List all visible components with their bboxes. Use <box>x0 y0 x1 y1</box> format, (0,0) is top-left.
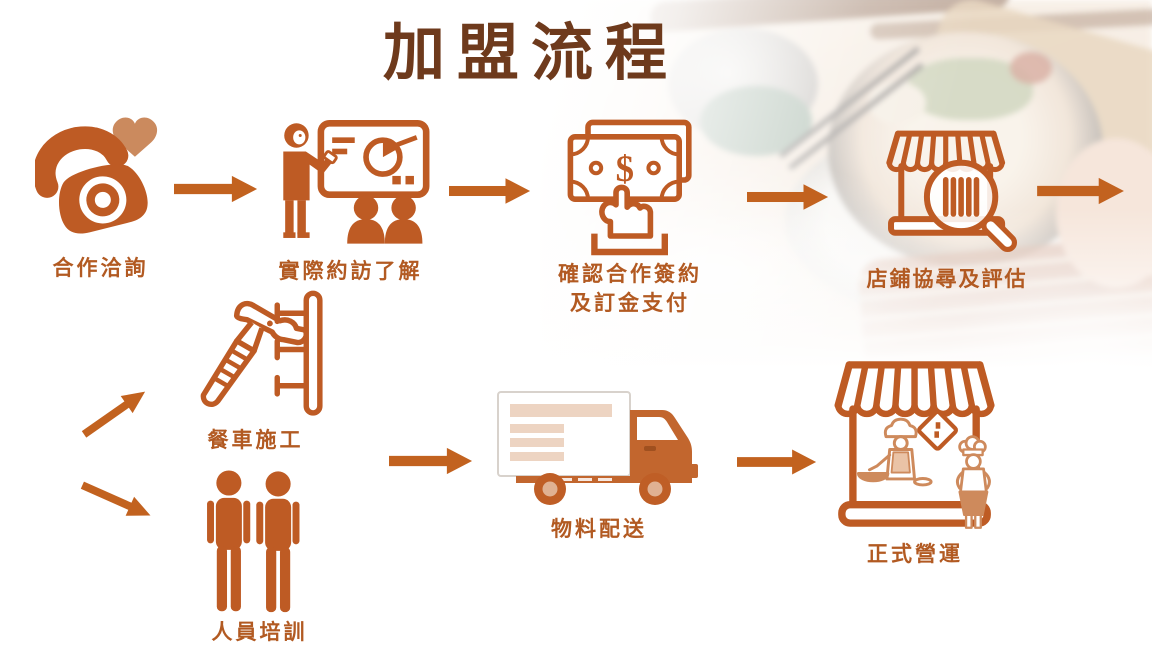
dollar-sign: $ <box>616 148 634 189</box>
barcode-bars <box>942 177 980 217</box>
page-title: 加盟流程 <box>382 20 679 88</box>
flow-arrow-diagonal-up <box>71 375 161 449</box>
payment-icon: $ <box>567 119 692 256</box>
step-label: 正式營運 <box>867 542 963 566</box>
open-store-icon <box>834 361 995 529</box>
step-label: 人員培訓 <box>211 620 308 644</box>
nail-board <box>303 290 323 416</box>
step-visit: 實際約訪了解 <box>258 112 443 286</box>
presenter-person <box>283 123 338 238</box>
person <box>255 471 299 613</box>
audience <box>347 195 423 244</box>
flow-arrow-right <box>389 447 473 475</box>
step-label: 實際約訪了解 <box>278 259 423 283</box>
standing-chef <box>955 435 991 529</box>
step-label: 確認合作簽約 及訂金支付 <box>558 262 702 316</box>
step-label: 合作洽詢 <box>52 256 149 280</box>
flow-arrow-right <box>1034 177 1128 205</box>
step-inquiry: 合作洽詢 <box>18 104 183 283</box>
phone-heart-icon <box>34 117 157 234</box>
hanging-sign <box>917 409 958 451</box>
flow-arrow-right <box>747 183 829 211</box>
staff-icon <box>206 470 299 613</box>
person <box>206 470 250 612</box>
flow-arrow-right <box>737 448 817 476</box>
step-opening: 正式營運 <box>820 352 1010 569</box>
cab-window <box>636 417 678 440</box>
presentation-meeting-icon <box>283 119 430 244</box>
magnifier-handle <box>981 216 1018 252</box>
step-construction: 餐車施工 <box>178 286 333 455</box>
sleeve <box>591 233 668 256</box>
hand <box>599 184 654 239</box>
hammer-nails-icon <box>200 290 323 416</box>
flow-arrow-right <box>449 177 531 205</box>
flow-arrow-diagonal-down <box>72 471 165 531</box>
step-training: 人員培訓 <box>192 470 327 647</box>
step-label: 店鋪協尋及評估 <box>866 267 1028 291</box>
step-label: 餐車施工 <box>207 428 304 452</box>
store-search-icon <box>886 130 1018 252</box>
cooking-chef <box>856 417 933 487</box>
step-site: 店鋪協尋及評估 <box>852 120 1042 294</box>
flow-arrow-right <box>174 175 258 203</box>
nails <box>274 302 308 397</box>
step-contract: $ 確認合作簽約 及訂金支付 <box>545 116 715 319</box>
step-delivery: 物料配送 <box>484 386 714 544</box>
step-label: 物料配送 <box>551 517 647 541</box>
pie-chart <box>363 137 403 177</box>
delivery-truck-icon <box>496 391 698 505</box>
